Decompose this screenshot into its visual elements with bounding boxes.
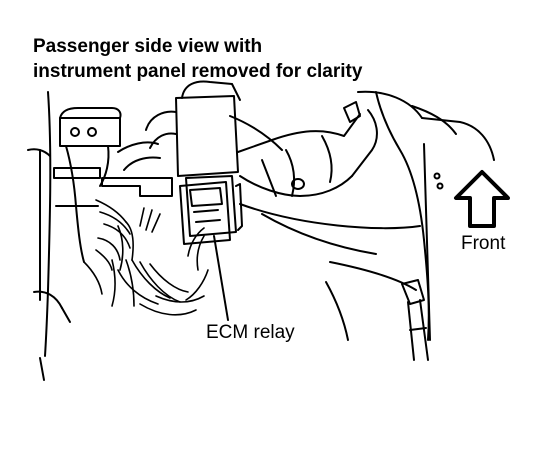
caption-line-1: Passenger side view with [33,36,263,57]
right-brace [402,280,428,360]
front-direction-label: Front [461,233,506,254]
center-support [102,82,282,196]
front-arrow-icon [456,172,508,226]
right-cowl-panel [326,92,494,340]
diagram-caption: Passenger side view with instrument pane… [33,34,362,84]
ecm-relay-connector [180,176,242,244]
left-trim-panel [28,92,70,380]
steering-column [238,102,420,254]
mounting-bracket [54,108,121,262]
ecm-relay-leader [214,236,228,320]
ecm-relay-label: ECM relay [206,322,295,343]
caption-line-2: instrument panel removed for clarity [33,61,363,82]
wire-harness [84,200,208,315]
